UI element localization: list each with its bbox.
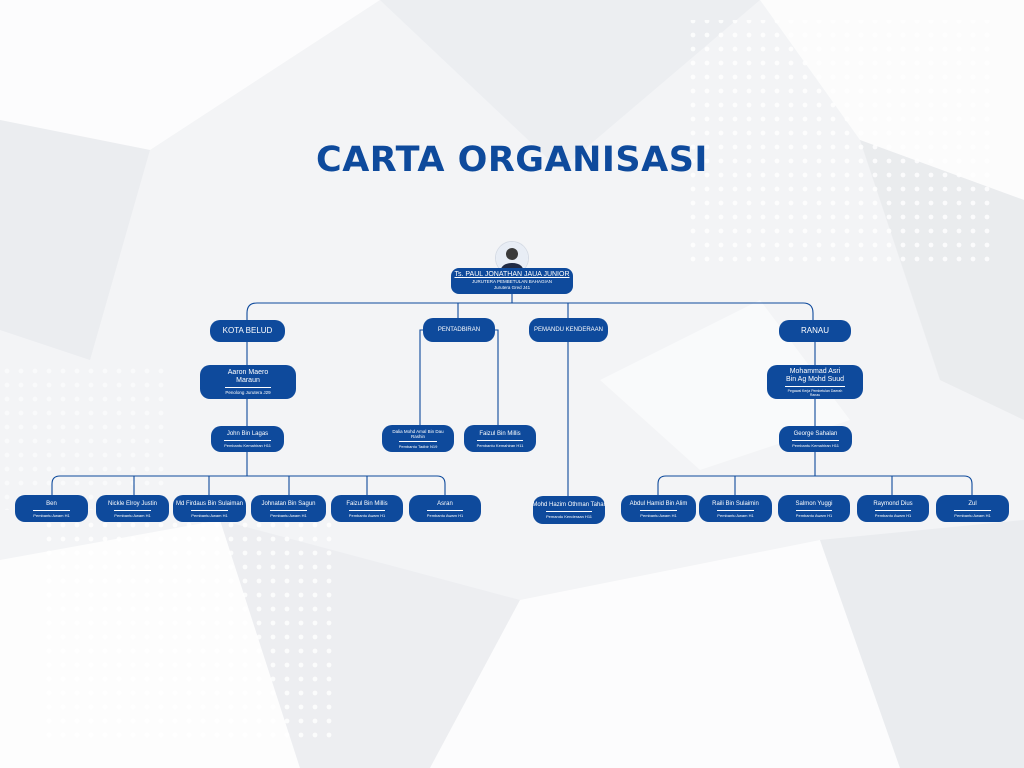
- kota-belud-sub-role: Pembantu Kemahiran H11: [224, 440, 271, 448]
- staff-role: Pembantu Awam H1: [191, 509, 228, 518]
- head-name: Ts. PAUL JONATHAN JAUA JUNIOR: [454, 271, 570, 278]
- page-title: CARTA ORGANISASI: [316, 140, 708, 180]
- staff-card[interactable]: Mohd Hazim Othman Tahar Pemandu Kenderaa…: [532, 496, 606, 524]
- staff-role: Pembantu Awam H1: [114, 509, 151, 518]
- branch-ranau-label: RANAU: [800, 326, 829, 335]
- staff-role: Pembantu Awam H1: [954, 509, 991, 518]
- staff-name: Abdul Hamid Bin Alim: [629, 500, 688, 507]
- staff-card[interactable]: Dalia Mohd Amal Bin Dau Rashin Pembantu …: [382, 425, 454, 452]
- staff-role: Pembantu Kemahiran H11: [476, 439, 524, 448]
- ranau-sub-name: George Sahalan: [793, 431, 838, 437]
- connector-main-bus: [246, 302, 814, 320]
- staff-card[interactable]: Raymond Dius Pembantu Awam H1: [857, 495, 929, 522]
- kota-belud-lead[interactable]: Aaron Maero Maraun Penolong Jurutera J29: [200, 365, 296, 399]
- staff-card[interactable]: Md Firdaus Bin Sulaiman Pembantu Awam H1: [173, 495, 246, 522]
- staff-name: Raymond Dius: [873, 500, 913, 507]
- branch-pentadbiran-label: PENTADBIRAN: [437, 327, 481, 333]
- staff-role: Pembantu Awam H1: [270, 509, 307, 518]
- staff-name: Asran: [437, 500, 453, 507]
- staff-role: Pembantu Awam H1: [717, 509, 754, 518]
- connector-kb-bus: [51, 475, 446, 495]
- staff-name: Faizul Bin Millis: [346, 500, 388, 507]
- branch-kota-belud-label: KOTA BELUD: [222, 326, 273, 335]
- staff-role: Pembantu Awam H1: [874, 509, 912, 518]
- staff-card[interactable]: Ben Pembantu Awam H1: [15, 495, 88, 522]
- staff-name: Faizul Bin Millis: [479, 430, 521, 437]
- staff-card[interactable]: Faizul Bin Millis Pembantu Kemahiran H11: [464, 425, 536, 452]
- branch-kota-belud[interactable]: KOTA BELUD: [210, 320, 285, 342]
- staff-card[interactable]: Faizul Bin Millis Pembantu Awam H1: [331, 495, 403, 522]
- staff-card[interactable]: Raili Bin Sulaimin Pembantu Awam H1: [699, 495, 772, 522]
- head-unit: JURUTERA PEMBETULAN BAHAGIAN: [471, 279, 552, 284]
- kota-belud-lead-role: Penolong Jurutera J29: [225, 387, 271, 395]
- head-node[interactable]: Ts. PAUL JONATHAN JAUA JUNIOR JURUTERA P…: [451, 268, 573, 294]
- staff-name: Raili Bin Sulaimin: [712, 500, 759, 507]
- staff-name: Johnatan Bin Sagun: [261, 500, 316, 507]
- staff-role: Pembantu Awam H1: [640, 509, 677, 518]
- head-role: Jurutera Gred J41: [493, 285, 531, 290]
- staff-card[interactable]: Zul Pembantu Awam H1: [936, 495, 1009, 522]
- staff-role: Pembantu Awam H1: [33, 509, 70, 518]
- ranau-sub-role: Pembantu Kemahiran H11: [792, 440, 839, 448]
- ranau-lead[interactable]: Mohammad Asri Bin Ag Mohd Suud Pegawai K…: [767, 365, 863, 399]
- connector-ranau-bus: [657, 475, 973, 495]
- branch-pemandu-kenderaan[interactable]: PEMANDU KENDERAAN: [529, 318, 608, 342]
- staff-role: Pembantu Tadbir N19: [398, 440, 438, 449]
- kota-belud-sub-name: John Bin Lagas: [226, 431, 269, 437]
- ranau-lead-name-2: Bin Ag Mohd Suud: [786, 375, 844, 383]
- staff-name: Mohd Hazim Othman Tahar: [532, 502, 606, 508]
- staff-name: Salmon Yuggi: [795, 500, 833, 507]
- kota-belud-lead-name: Aaron Maero Maraun: [227, 369, 269, 384]
- connector-pentadbiran-right: [484, 329, 499, 425]
- staff-role: Pemandu Kenderaan H11: [546, 511, 592, 519]
- staff-role: Pembantu Awam H1: [795, 509, 833, 518]
- ranau-sub[interactable]: George Sahalan Pembantu Kemahiran H11: [779, 426, 852, 452]
- connector-pentadbiran-left: [419, 329, 432, 425]
- branch-pemandu-label: PEMANDU KENDERAAN: [533, 327, 603, 333]
- staff-name: Zul: [968, 500, 977, 507]
- branch-pentadbiran[interactable]: PENTADBIRAN: [423, 318, 495, 342]
- staff-card[interactable]: Salmon Yuggi Pembantu Awam H1: [778, 495, 850, 522]
- ranau-lead-name-1: Mohammad Asri: [789, 367, 841, 375]
- staff-name: Dalia Mohd Amal Bin Dau Rashin: [392, 428, 444, 439]
- staff-card[interactable]: Nickle Elroy Justin Pembantu Awam H1: [96, 495, 169, 522]
- kota-belud-sub[interactable]: John Bin Lagas Pembantu Kemahiran H11: [211, 426, 284, 452]
- staff-card[interactable]: Asran Pembantu Awam H1: [409, 495, 481, 522]
- ranau-lead-role: Pegawai Kerja Pembetulan Daerah Ranau: [785, 385, 845, 397]
- staff-card[interactable]: Johnatan Bin Sagun Pembantu Awam H1: [251, 495, 326, 522]
- staff-role: Pembantu Awam H1: [348, 509, 386, 518]
- staff-name: Ben: [46, 500, 57, 507]
- staff-name: Nickle Elroy Justin: [107, 500, 157, 507]
- staff-role: Pembantu Awam H1: [426, 509, 464, 518]
- staff-card[interactable]: Abdul Hamid Bin Alim Pembantu Awam H1: [621, 495, 696, 522]
- branch-ranau[interactable]: RANAU: [779, 320, 851, 342]
- staff-name: Md Firdaus Bin Sulaiman: [175, 500, 244, 507]
